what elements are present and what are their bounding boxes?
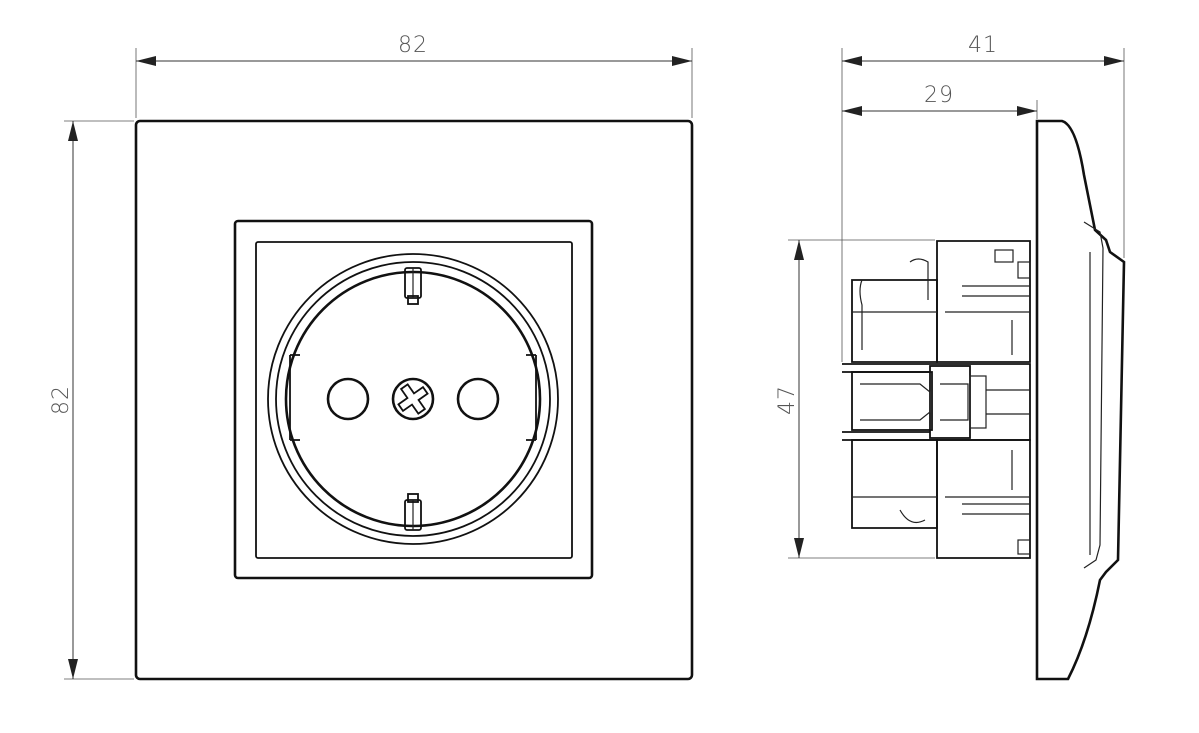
bottom-earth-clip xyxy=(404,493,422,531)
side-height-label: 47 xyxy=(775,385,800,415)
socket-ring-outer xyxy=(267,253,559,545)
front-height-dimension: 82 xyxy=(49,120,134,680)
side-cover-inner xyxy=(1083,221,1104,569)
terminal-block xyxy=(842,363,1031,441)
side-depth-total-dimension: 41 xyxy=(841,33,1125,362)
side-cover-plate xyxy=(1035,119,1126,681)
side-depth-total-label: 41 xyxy=(968,33,998,58)
left-pin-hole xyxy=(326,377,370,421)
socket-ring-inner xyxy=(284,270,542,528)
front-width-dimension: 82 xyxy=(135,33,693,118)
front-height-label: 82 xyxy=(49,385,74,415)
centre-screw xyxy=(391,377,435,421)
side-depth-mechanism-label: 29 xyxy=(924,83,954,108)
insert-plate-outer xyxy=(233,219,594,580)
side-view: 41 29 47 xyxy=(775,33,1126,681)
socket-ring-middle xyxy=(275,261,551,537)
front-width-label: 82 xyxy=(398,33,428,58)
side-depth-mechanism-dimension: 29 xyxy=(842,83,1038,119)
mechanism-body xyxy=(851,240,1031,559)
front-view: 82 82 xyxy=(49,33,694,681)
insert-plate-inner xyxy=(255,241,573,559)
top-earth-clip xyxy=(404,267,422,305)
side-height-dimension: 47 xyxy=(775,239,935,559)
outer-frame xyxy=(134,119,694,681)
right-pin-hole xyxy=(456,377,500,421)
right-recess xyxy=(526,354,537,441)
left-recess xyxy=(289,354,300,441)
